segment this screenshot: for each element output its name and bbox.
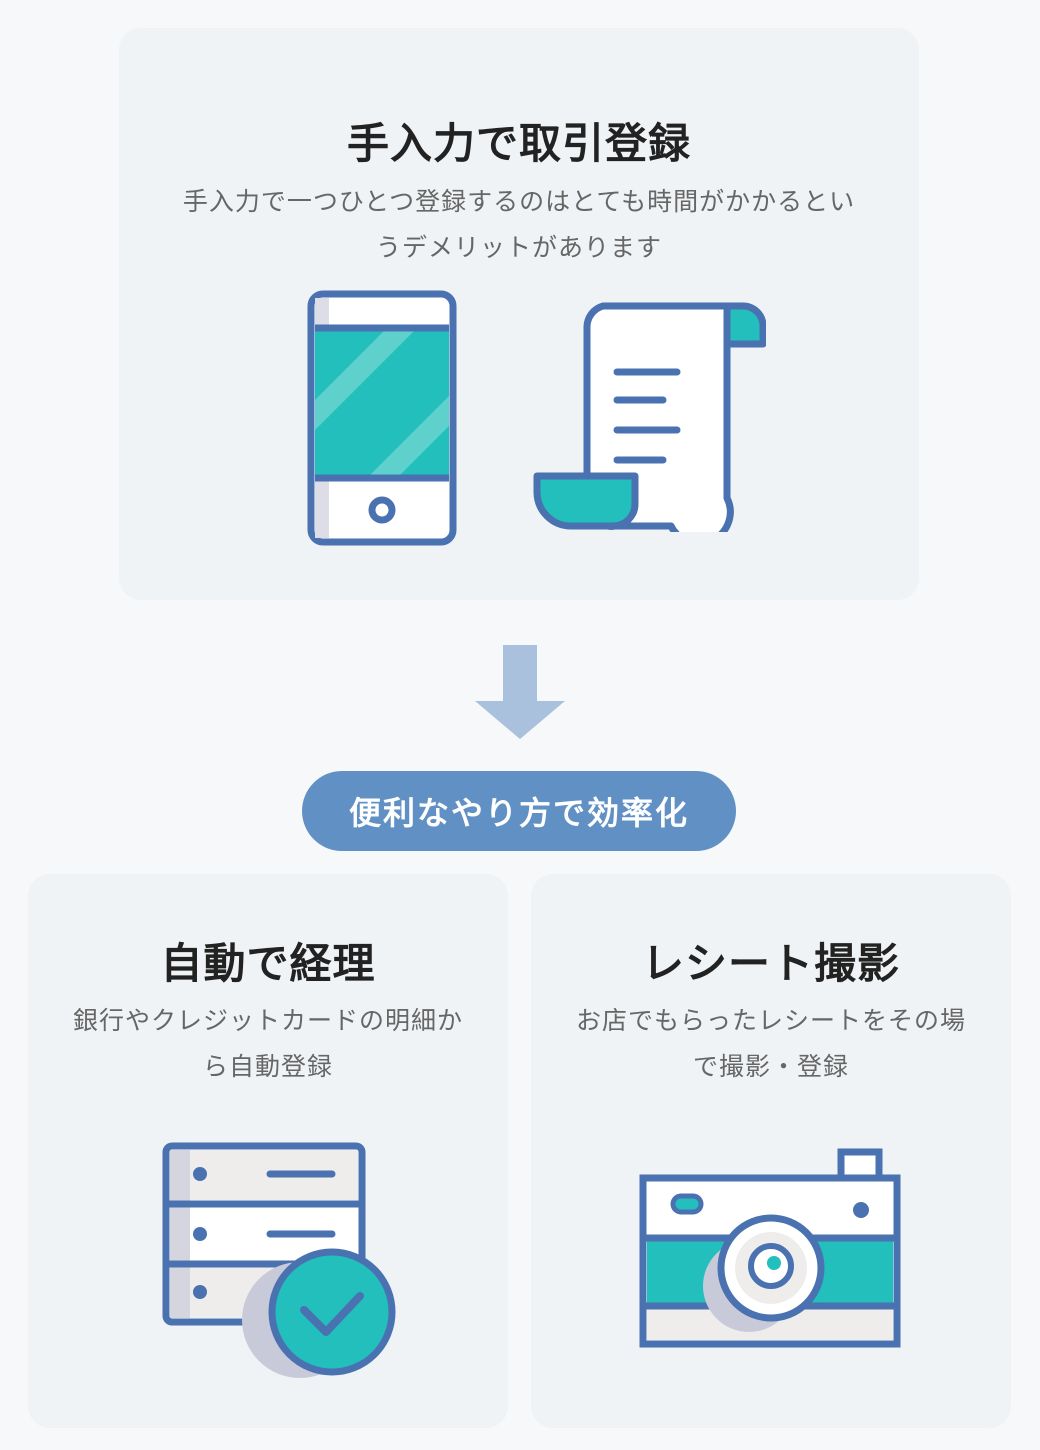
manual-entry-title: 手入力で取引登録 xyxy=(346,119,691,168)
manual-entry-card: 手入力で取引登録 手入力で一つひとつ登録するのはとても時間がかかるというデメリッ… xyxy=(119,28,919,600)
receipt-photo-description: お店でもらったレシートをその場で撮影・登録 xyxy=(575,1006,966,1081)
receipt-photo-title: レシート撮影 xyxy=(641,939,900,988)
efficiency-banner: 便利なやり方で効率化 xyxy=(302,771,736,851)
receipt-photo-card: レシート撮影 お店でもらったレシートをその場で撮影・登録 xyxy=(531,874,1011,1428)
smartphone-icon xyxy=(307,290,457,546)
camera-icon xyxy=(639,1148,901,1348)
manual-entry-description: 手入力で一つひとつ登録するのはとても時間がかかるというデメリットがあります xyxy=(182,187,856,262)
receipt-scroll-icon xyxy=(533,302,766,532)
auto-accounting-description: 銀行やクレジットカードの明細から自動登録 xyxy=(72,1006,463,1081)
auto-accounting-title: 自動で経理 xyxy=(160,939,376,988)
auto-accounting-card: 自動で経理 銀行やクレジットカードの明細から自動登録 xyxy=(28,874,508,1428)
server-check-icon xyxy=(162,1142,396,1378)
arrow-down-icon xyxy=(475,645,565,739)
